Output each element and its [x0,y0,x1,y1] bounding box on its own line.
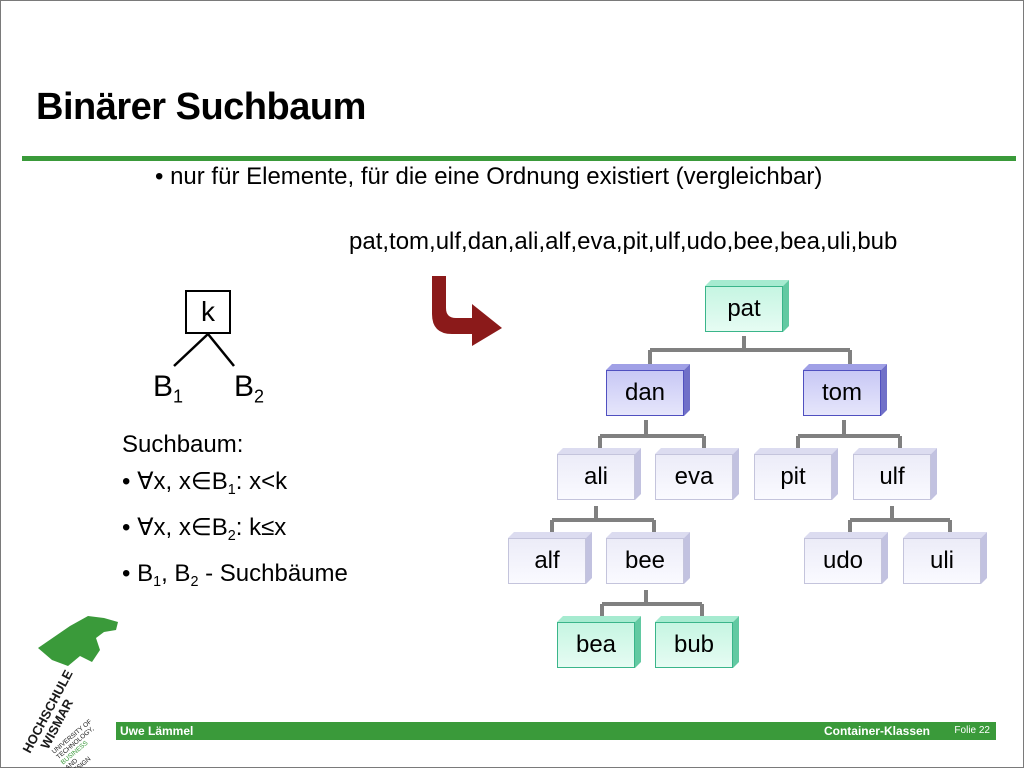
rule-right: • ∀x, x∈B2: k≤x [122,514,287,545]
subtree-lines [173,333,235,367]
insert-sequence: pat,tom,ulf,dan,ali,alf,eva,pit,ulf,udo,… [349,228,898,255]
key-node: k [185,290,231,334]
footer-bar: Uwe Lämmel Container-Klassen Folie 22 [116,722,996,740]
tree-node-bea: bea [557,616,635,668]
ordering-bullet: • nur für Elemente, für die eine Ordnung… [155,163,823,190]
rule-left: • ∀x, x∈B1: x<k [122,468,288,499]
footer-slide-number: Folie 22 [954,725,990,736]
tree-node-uli: uli [903,532,981,584]
rules-heading: Suchbaum: [122,431,244,458]
rule-subtrees: • B1, B2 - Suchbäume [122,560,348,591]
curved-arrow-icon [432,276,502,346]
svg-text:AND: AND [64,757,79,768]
tree-edges [550,336,952,616]
tree-node-alf: alf [508,532,586,584]
tree-node-ulf: ulf [853,448,931,500]
title-divider [22,156,1016,161]
footer-author: Uwe Lämmel [120,724,194,738]
university-logo: HOCHSCHULE WISMAR UNIVERSITY OF TECHNOLO… [19,616,118,768]
slide-title: Binärer Suchbaum [36,86,366,128]
tree-node-dan: dan [606,364,684,416]
tree-node-pat: pat [705,280,783,332]
tree-node-udo: udo [804,532,882,584]
tree-node-pit: pit [754,448,832,500]
footer-topic: Container-Klassen [823,724,930,738]
tree-node-bee: bee [606,532,684,584]
right-subtree-label: B2 [234,370,265,407]
left-subtree-label: B1 [153,370,184,407]
tree-node-tom: tom [803,364,881,416]
tree-node-bub: bub [655,616,733,668]
tree-node-ali: ali [557,448,635,500]
search-tree-rules: Suchbaum: • ∀x, x∈B1: x<k • ∀x, x∈B2: k≤… [122,426,348,601]
tree-node-eva: eva [655,448,733,500]
